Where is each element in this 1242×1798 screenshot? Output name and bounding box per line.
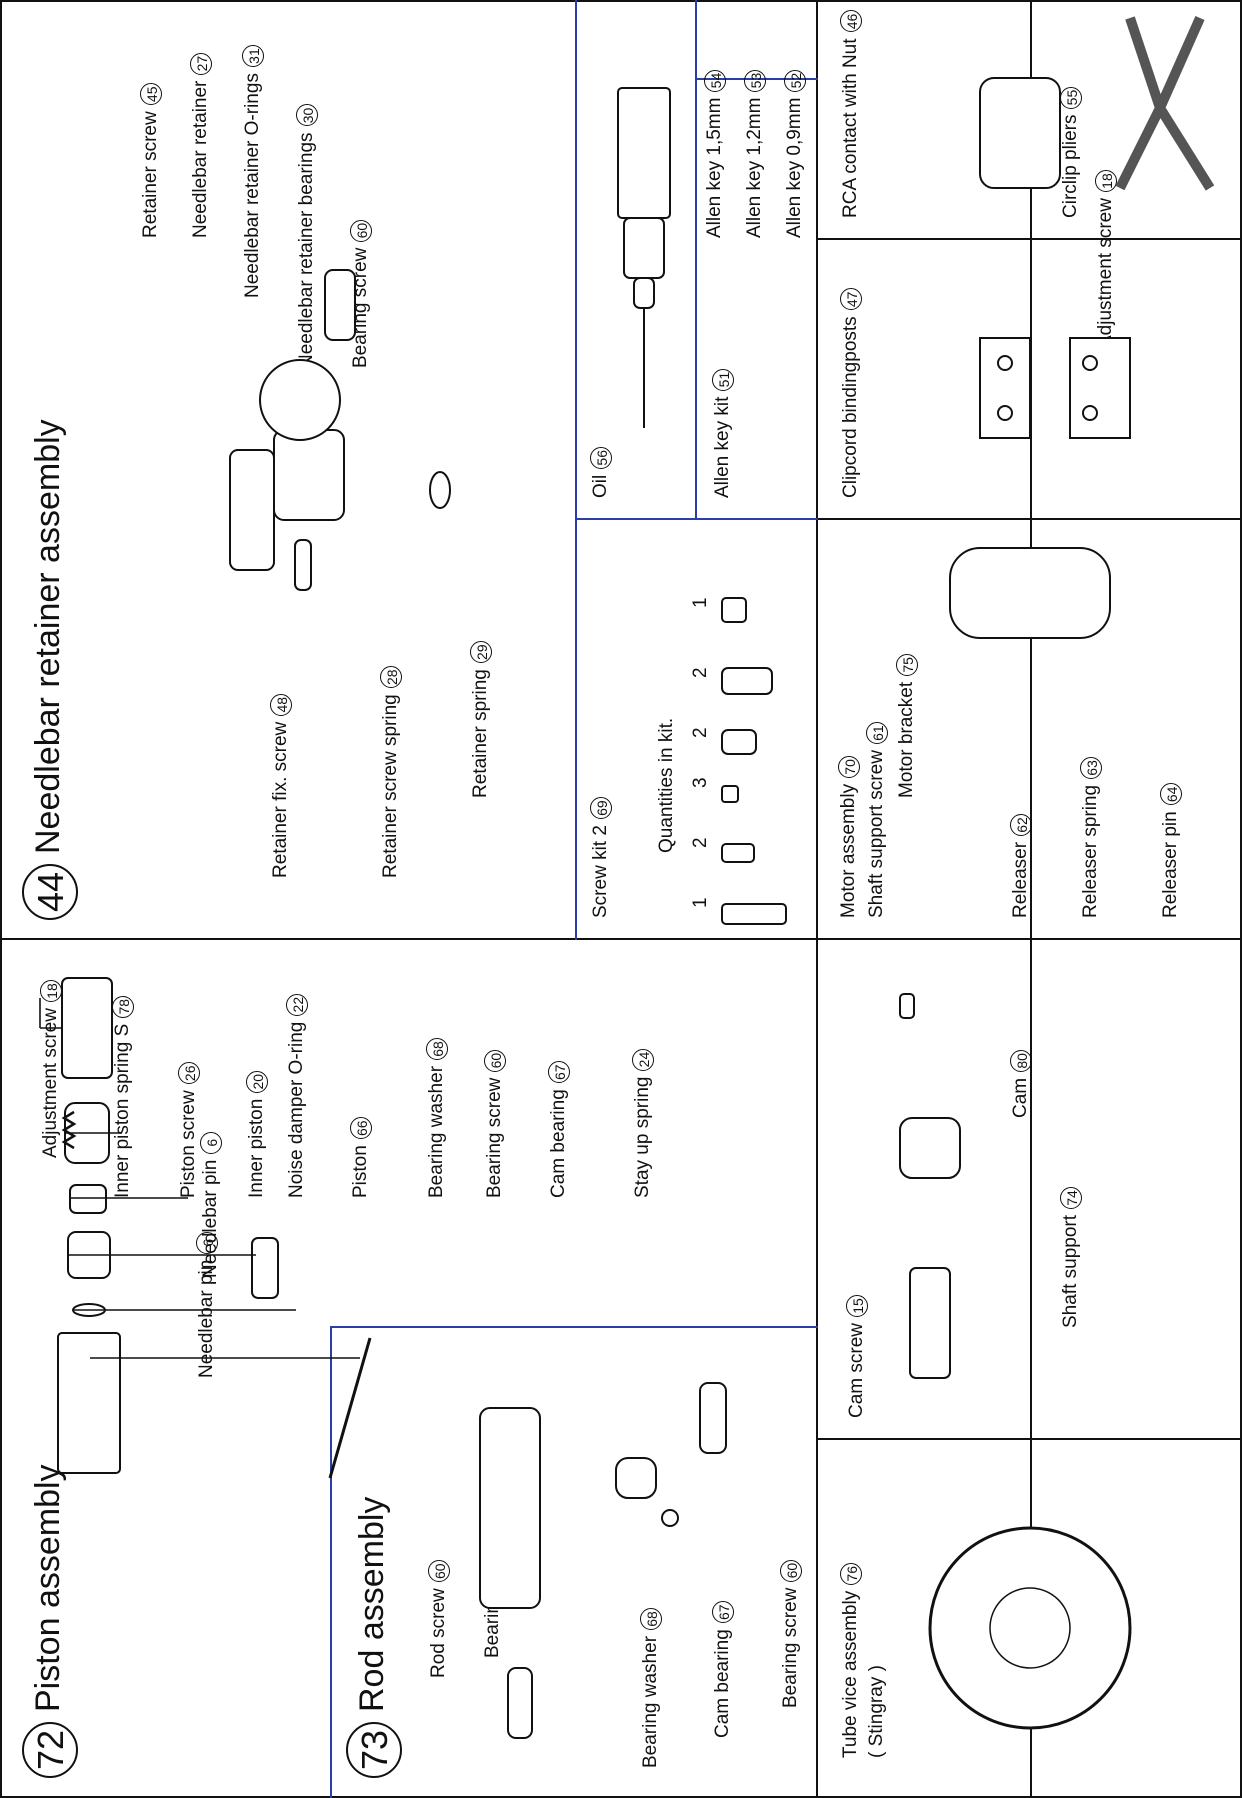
screw-kit-caption: Quantities in kit. (656, 717, 677, 853)
releaser-pin-label: Releaser pin64 (1160, 783, 1182, 918)
tube-vice-sub: ( Stingray ) (866, 1665, 887, 1758)
oil-bottle-icon (617, 87, 671, 428)
shaft-support-screw-label: Shaft support screw61 (866, 722, 888, 918)
piston-label-24: Stay up spring24 (632, 1048, 654, 1198)
piston-drawing (39, 977, 360, 1474)
tube-vice-drawing (928, 1526, 1132, 1730)
stay-up-spring-drawing (328, 1337, 372, 1479)
screw-kit-drawing (721, 597, 787, 925)
piston-label-60: Bearing screw60 (484, 1049, 506, 1198)
releaser-spring-label: Releaser spring63 (1080, 756, 1102, 918)
qty-1: 1 (690, 897, 711, 908)
qty-4: 2 (690, 727, 711, 738)
qty-6: 1 (690, 597, 711, 608)
cam-drawing (899, 993, 961, 1379)
shaft-support-label: Shaft support74 (1060, 1186, 1082, 1328)
col-div-1 (816, 1438, 1242, 1440)
clipcord-drawing (979, 337, 1131, 439)
tube-vice-label: Tube vice assembly76 (840, 1562, 862, 1758)
motor-bracket-label: Motor bracket75 (896, 653, 918, 798)
circlip-label: Circlip pliers55 (1060, 86, 1082, 218)
right-separator-h (575, 0, 577, 940)
piston-label-66: Piston66 (350, 1117, 372, 1198)
needlebar-drawing (229, 269, 451, 591)
motor-drawing (949, 547, 1111, 639)
col-div-4 (816, 238, 1242, 240)
qty-2: 2 (690, 837, 711, 848)
cam-screw-label: Cam screw15 (846, 1294, 868, 1418)
col-div-3 (816, 518, 1242, 520)
piston-label-68: Bearing washer68 (426, 1037, 448, 1198)
qty-5: 2 (690, 667, 711, 678)
rca-drawing (979, 77, 1061, 189)
releaser-label: Releaser62 (1010, 813, 1032, 918)
allen-key-53: Allen key 1,2mm53 (744, 69, 766, 238)
rod-drawing (479, 1382, 727, 1739)
allen-kit-label: Allen key kit51 (712, 368, 734, 498)
motor-assembly-label: Motor assembly70 (838, 755, 860, 918)
allen-key-52: Allen key 0,9mm52 (784, 69, 806, 238)
piston-label-67: Cam bearing67 (548, 1061, 570, 1198)
circlip-pliers-drawing (1115, 15, 1215, 191)
qty-3: 3 (690, 777, 711, 788)
rca-label: RCA contact with Nut46 (840, 10, 862, 218)
clipcord-label: Clipcord bindingposts47 (840, 288, 862, 498)
allen-key-54: Allen key 1,5mm54 (704, 69, 726, 238)
screw-kit-label: Screw kit 269 (590, 797, 612, 918)
col-div-2 (816, 938, 1242, 940)
right-separator-h2 (695, 0, 697, 520)
